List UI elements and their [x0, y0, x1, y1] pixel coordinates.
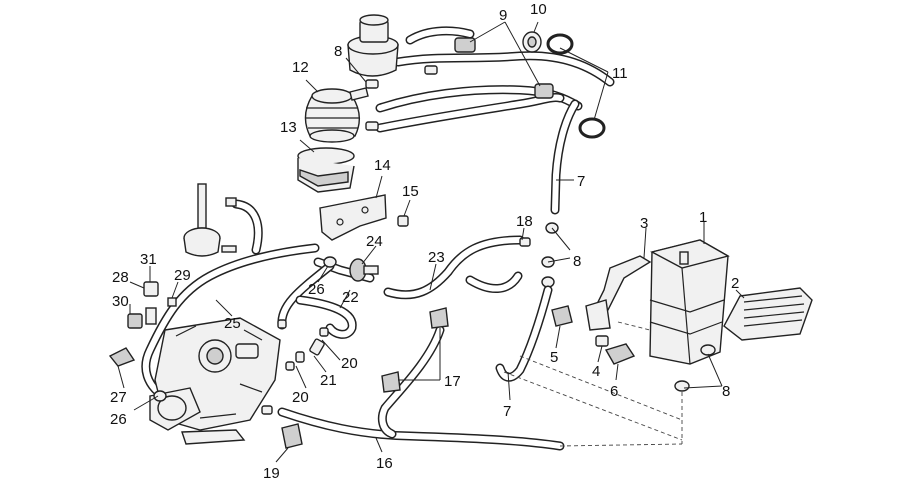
callout-20-right: 20	[341, 355, 358, 372]
part-6-clip	[604, 343, 636, 365]
upper-vent-hose	[375, 26, 615, 215]
callout-21: 21	[320, 372, 337, 389]
callout-12: 12	[292, 59, 309, 76]
callout-20-left: 20	[292, 389, 309, 406]
callout-19: 19	[263, 465, 280, 482]
part-15-screw	[397, 215, 409, 227]
part-2-strap	[723, 287, 813, 341]
callout-9: 9	[499, 7, 507, 24]
part-29-screw	[167, 297, 177, 307]
callout-5: 5	[550, 349, 558, 366]
reservoir-top	[347, 14, 399, 77]
callout-10: 10	[530, 1, 547, 18]
part-13-bracket	[297, 147, 355, 193]
callout-13: 13	[280, 119, 297, 136]
left-hoses	[141, 199, 357, 397]
part-12-bellows	[304, 87, 369, 143]
callout-15: 15	[402, 183, 419, 200]
part-3-bracket	[585, 255, 652, 331]
part-5-clip	[551, 305, 573, 327]
part-19-clip	[281, 423, 303, 449]
callout-18: 18	[516, 213, 533, 230]
callout-1: 1	[699, 209, 707, 226]
part-17-clips	[381, 307, 449, 393]
callout-26-top: 26	[308, 281, 325, 298]
callout-30: 30	[112, 293, 129, 310]
part-18-fitting	[519, 237, 531, 247]
part-30-bracket	[127, 307, 157, 329]
callout-22: 22	[342, 289, 359, 306]
left-valve	[183, 183, 237, 257]
callout-4: 4	[592, 363, 600, 380]
callout-11: 11	[612, 65, 628, 82]
callout-8-top: 8	[334, 43, 342, 60]
callout-16: 16	[376, 455, 393, 472]
callout-7-bottom: 7	[503, 403, 511, 420]
part-26-clamps	[153, 256, 337, 402]
part-21-fittings	[295, 327, 329, 363]
callout-28: 28	[112, 269, 129, 286]
assembly-dashed-lines	[503, 321, 683, 447]
part-4-screw	[595, 335, 609, 347]
part-14-plate	[319, 194, 387, 241]
part-11-hose-clamp	[546, 33, 606, 139]
callout-2: 2	[731, 275, 739, 292]
part-24-connector	[349, 258, 379, 282]
callout-26-bottom: 26	[110, 411, 127, 428]
part-15b-screw	[261, 405, 273, 415]
callout-25: 25	[224, 315, 241, 332]
callout-7-top: 7	[577, 173, 585, 190]
callout-3: 3	[640, 215, 648, 232]
callout-31: 31	[140, 251, 157, 268]
callout-17: 17	[444, 373, 461, 390]
carburetor-assembly	[149, 317, 281, 445]
part-8-clamps-top	[365, 65, 438, 131]
part-28-fitting	[143, 281, 159, 297]
callout-14: 14	[374, 157, 391, 174]
part-20-clamps	[277, 319, 295, 371]
callout-27: 27	[110, 389, 127, 406]
callout-6: 6	[610, 383, 618, 400]
leader-lines	[117, 21, 745, 463]
part-1-canister	[649, 239, 730, 365]
part-27-clip	[108, 347, 136, 367]
callout-24: 24	[366, 233, 383, 250]
callout-labels: 1 2 3 4 5 6 7 7 8 8 8 9 10 11 12 13 14 1…	[110, 1, 739, 482]
part-10-grommet	[522, 31, 542, 53]
callout-29: 29	[174, 267, 191, 284]
callout-8-bottom: 8	[722, 383, 730, 400]
callout-8-middle: 8	[573, 253, 581, 270]
callout-23: 23	[428, 249, 445, 266]
